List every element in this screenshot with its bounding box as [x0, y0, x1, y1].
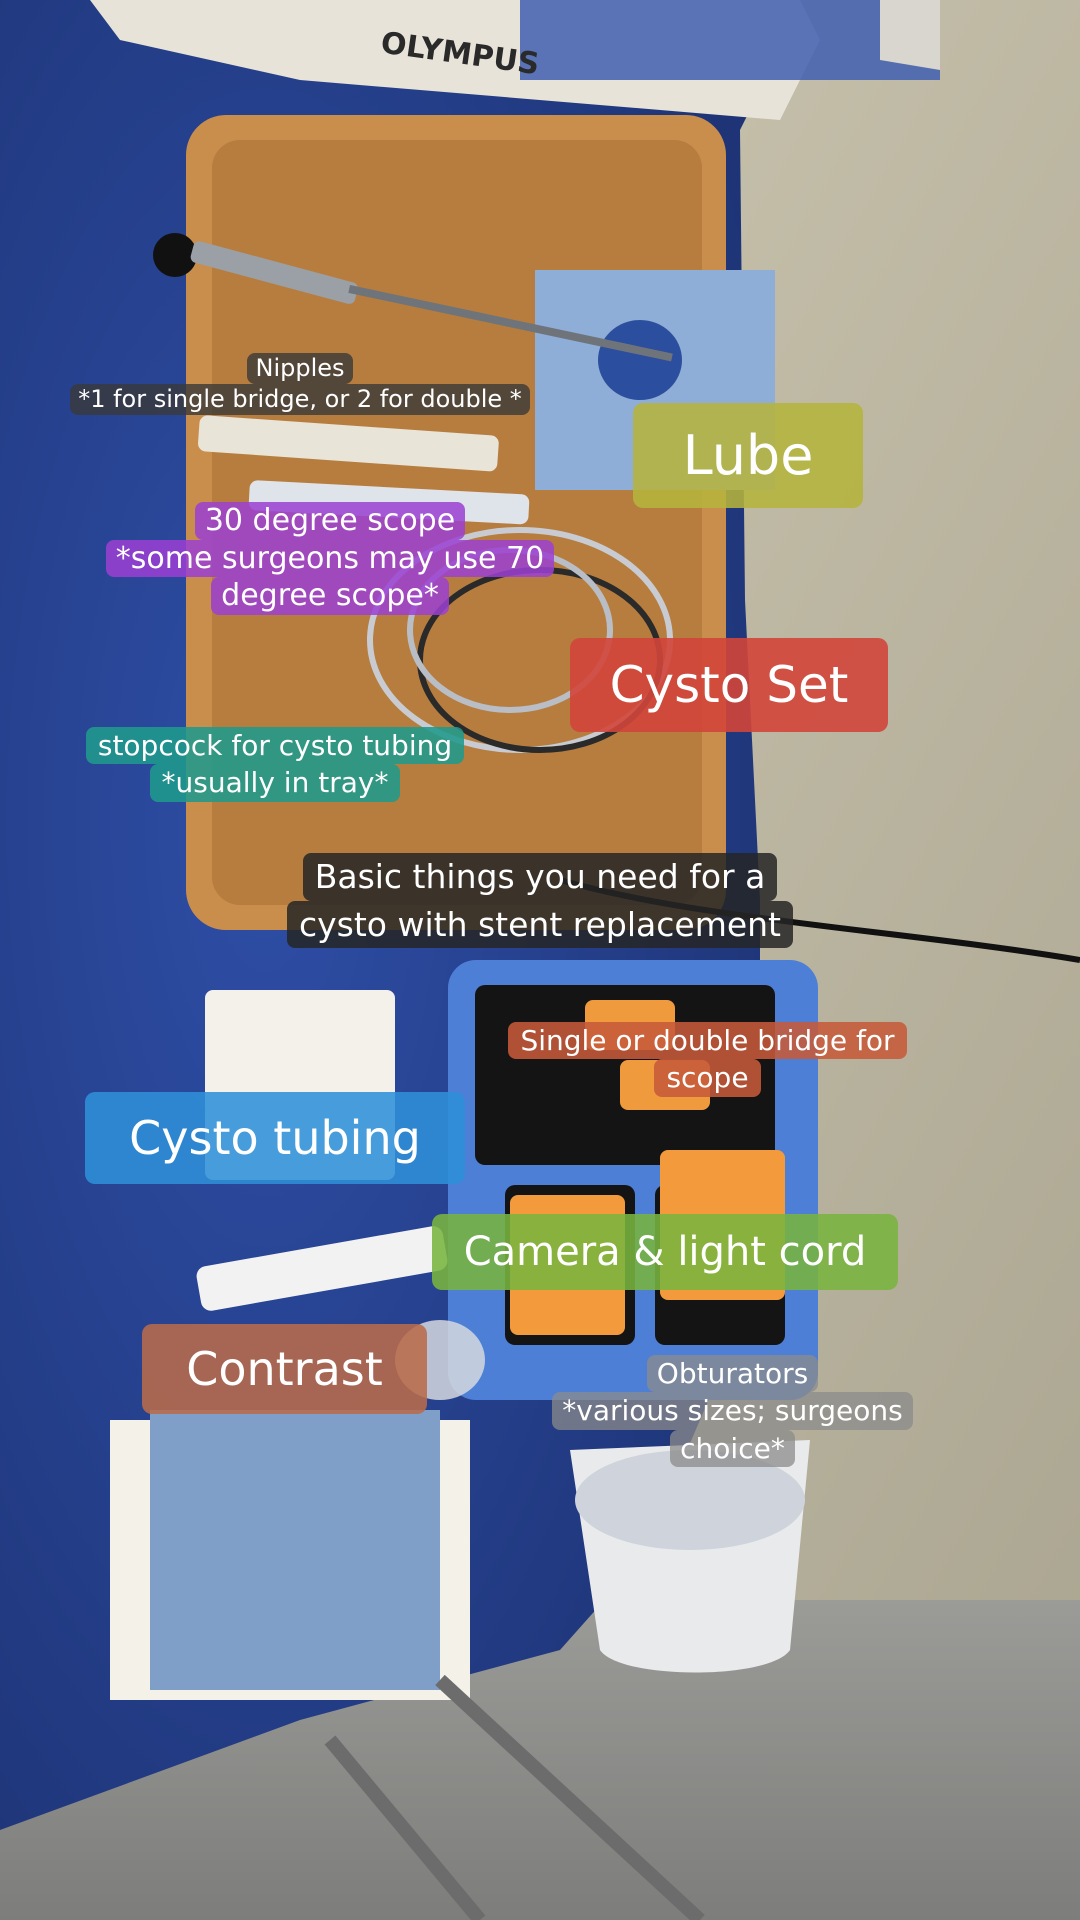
camera-text: Camera & light cord	[463, 1229, 867, 1275]
scope-line-1: 30 degree scope	[194, 502, 466, 540]
nipples-note: *1 for single bridge, or 2 for double *	[70, 383, 530, 415]
contrast-label: Contrast	[142, 1324, 427, 1414]
cysto-tubing-label: Cysto tubing	[85, 1092, 465, 1184]
basic-line-2: cysto with stent replacement	[287, 900, 793, 949]
lube-text: Lube	[682, 424, 814, 487]
bridge-label: Single or double bridge for scope	[485, 1022, 930, 1097]
lube-blob	[598, 320, 682, 400]
stopcock-line-1: stopcock for cysto tubing	[85, 727, 465, 765]
scope-line-2: *some surgeons may use 70	[105, 539, 555, 578]
obturators-line-3: choice*	[670, 1429, 795, 1468]
lube-label: Lube	[633, 403, 863, 508]
contrast-text: Contrast	[186, 1342, 383, 1396]
nipples-title: Nipples	[247, 353, 353, 384]
camera-label: Camera & light cord	[432, 1214, 898, 1290]
stopcock-line-2: *usually in tray*	[149, 764, 401, 802]
cysto-set-label: Cysto Set	[570, 638, 888, 732]
basic-line-1: Basic things you need for a	[302, 853, 778, 901]
obturators-label: Obturators *various sizes; surgeons choi…	[535, 1355, 930, 1468]
olympus-box	[90, 0, 940, 120]
obturators-line-2: *various sizes; surgeons	[552, 1392, 913, 1430]
basic-label: Basic things you need for a cysto with s…	[255, 853, 825, 949]
stopcock-label: stopcock for cysto tubing *usually in tr…	[60, 727, 490, 802]
contrast-tube	[196, 1226, 448, 1311]
scope	[153, 233, 673, 362]
cysto-set-text: Cysto Set	[609, 656, 849, 714]
obturators-line-1: Obturators	[646, 1355, 819, 1393]
nipples-label: Nipples *1 for single bridge, or 2 for d…	[70, 353, 530, 415]
bridge-line-1: Single or double bridge for	[508, 1022, 907, 1060]
measuring-pitcher	[570, 1440, 810, 1673]
scope-line-3: degree scope*	[211, 577, 449, 615]
bridge-line-2: scope	[654, 1059, 761, 1097]
cysto-tubing-text: Cysto tubing	[129, 1111, 421, 1165]
stool-legs	[324, 1674, 705, 1920]
blue-paper-towel	[150, 1410, 440, 1690]
scope-label: 30 degree scope *some surgeons may use 7…	[70, 502, 590, 615]
